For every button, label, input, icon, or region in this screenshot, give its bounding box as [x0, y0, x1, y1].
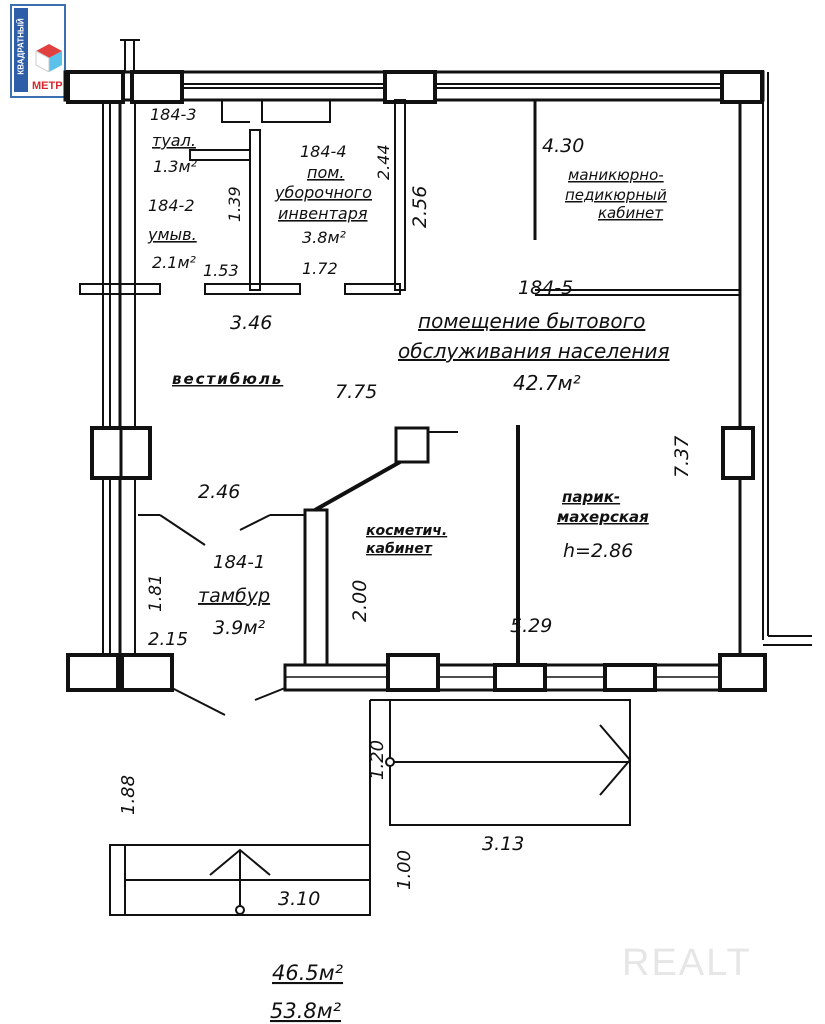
room-184-1-area: 3.9м²	[213, 617, 266, 639]
room-184-5-name2: обслуживания населения	[398, 339, 670, 363]
room-184-3-name: туал.	[152, 131, 196, 150]
room-184-4-name2: уборочного	[274, 183, 372, 202]
room-184-3-area: 1.3м²	[153, 157, 198, 176]
room-184-5-id: 184-5	[518, 277, 573, 299]
logo-metr: МЕТР	[32, 80, 63, 92]
dim-1-72: 1.72	[302, 259, 338, 278]
dim-1-53: 1.53	[203, 261, 239, 280]
room-184-4-name1: пом.	[307, 163, 344, 182]
room-184-3-id: 184-3	[150, 105, 197, 124]
dim-1-88: 1.88	[118, 775, 139, 815]
dim-2-00: 2.00	[349, 580, 371, 622]
dim-3-10: 3.10	[278, 888, 320, 910]
room-184-5-name1: помещение бытового	[418, 309, 645, 333]
ceiling-height: h=2.86	[563, 540, 633, 562]
walls	[63, 39, 812, 916]
dim-1-00: 1.00	[394, 850, 415, 890]
room-184-1-id: 184-1	[213, 552, 265, 573]
dim-7-75: 7.75	[335, 381, 377, 403]
hair-label-1: парик-	[562, 488, 620, 506]
watermark: REALT	[622, 942, 752, 984]
total-area-b: 53.8м²	[270, 999, 342, 1023]
labels: 184-3 туал. 1.3м² 184-2 умыв. 2.1м² 1.53…	[118, 105, 693, 1023]
total-area-a: 46.5м²	[272, 961, 344, 985]
room-184-2-area: 2.1м²	[152, 253, 197, 272]
room-184-1-name: тамбур	[198, 585, 270, 607]
dim-2-46: 2.46	[198, 481, 240, 503]
room-184-4-area: 3.8м²	[302, 228, 347, 247]
manicure-label-2: педикюрный	[565, 186, 667, 204]
room-184-4-id: 184-4	[300, 142, 347, 161]
cosmetic-label-2: кабинет	[366, 541, 433, 557]
logo: КВАДРАТНЫЙ МЕТР	[10, 4, 66, 98]
cosmetic-label-1: косметич.	[366, 523, 447, 539]
dim-5-29: 5.29	[510, 615, 552, 637]
dim-7-37: 7.37	[671, 436, 693, 478]
manicure-label-3: кабинет	[598, 204, 664, 222]
dim-3-13: 3.13	[482, 833, 524, 855]
dim-2-56: 2.56	[409, 186, 431, 228]
dim-2-15: 2.15	[148, 629, 188, 650]
logo-cube-icon	[35, 44, 62, 72]
vestibule-label: вестибюль	[172, 370, 283, 388]
room-184-2-id: 184-2	[148, 196, 195, 215]
hair-label-2: махерская	[557, 508, 649, 526]
room-184-2-name: умыв.	[147, 225, 197, 244]
dim-3-46: 3.46	[230, 312, 272, 334]
room-184-5-area: 42.7м²	[513, 371, 581, 395]
dim-1-20: 1.20	[367, 740, 388, 780]
dim-4-30: 4.30	[542, 135, 584, 157]
dim-1-39: 1.39	[225, 186, 244, 222]
dim-1-81: 1.81	[146, 574, 166, 612]
room-184-4-name3: инвентаря	[278, 204, 368, 223]
dim-2-44: 2.44	[374, 144, 393, 180]
manicure-label-1: маникюрно-	[568, 166, 664, 184]
